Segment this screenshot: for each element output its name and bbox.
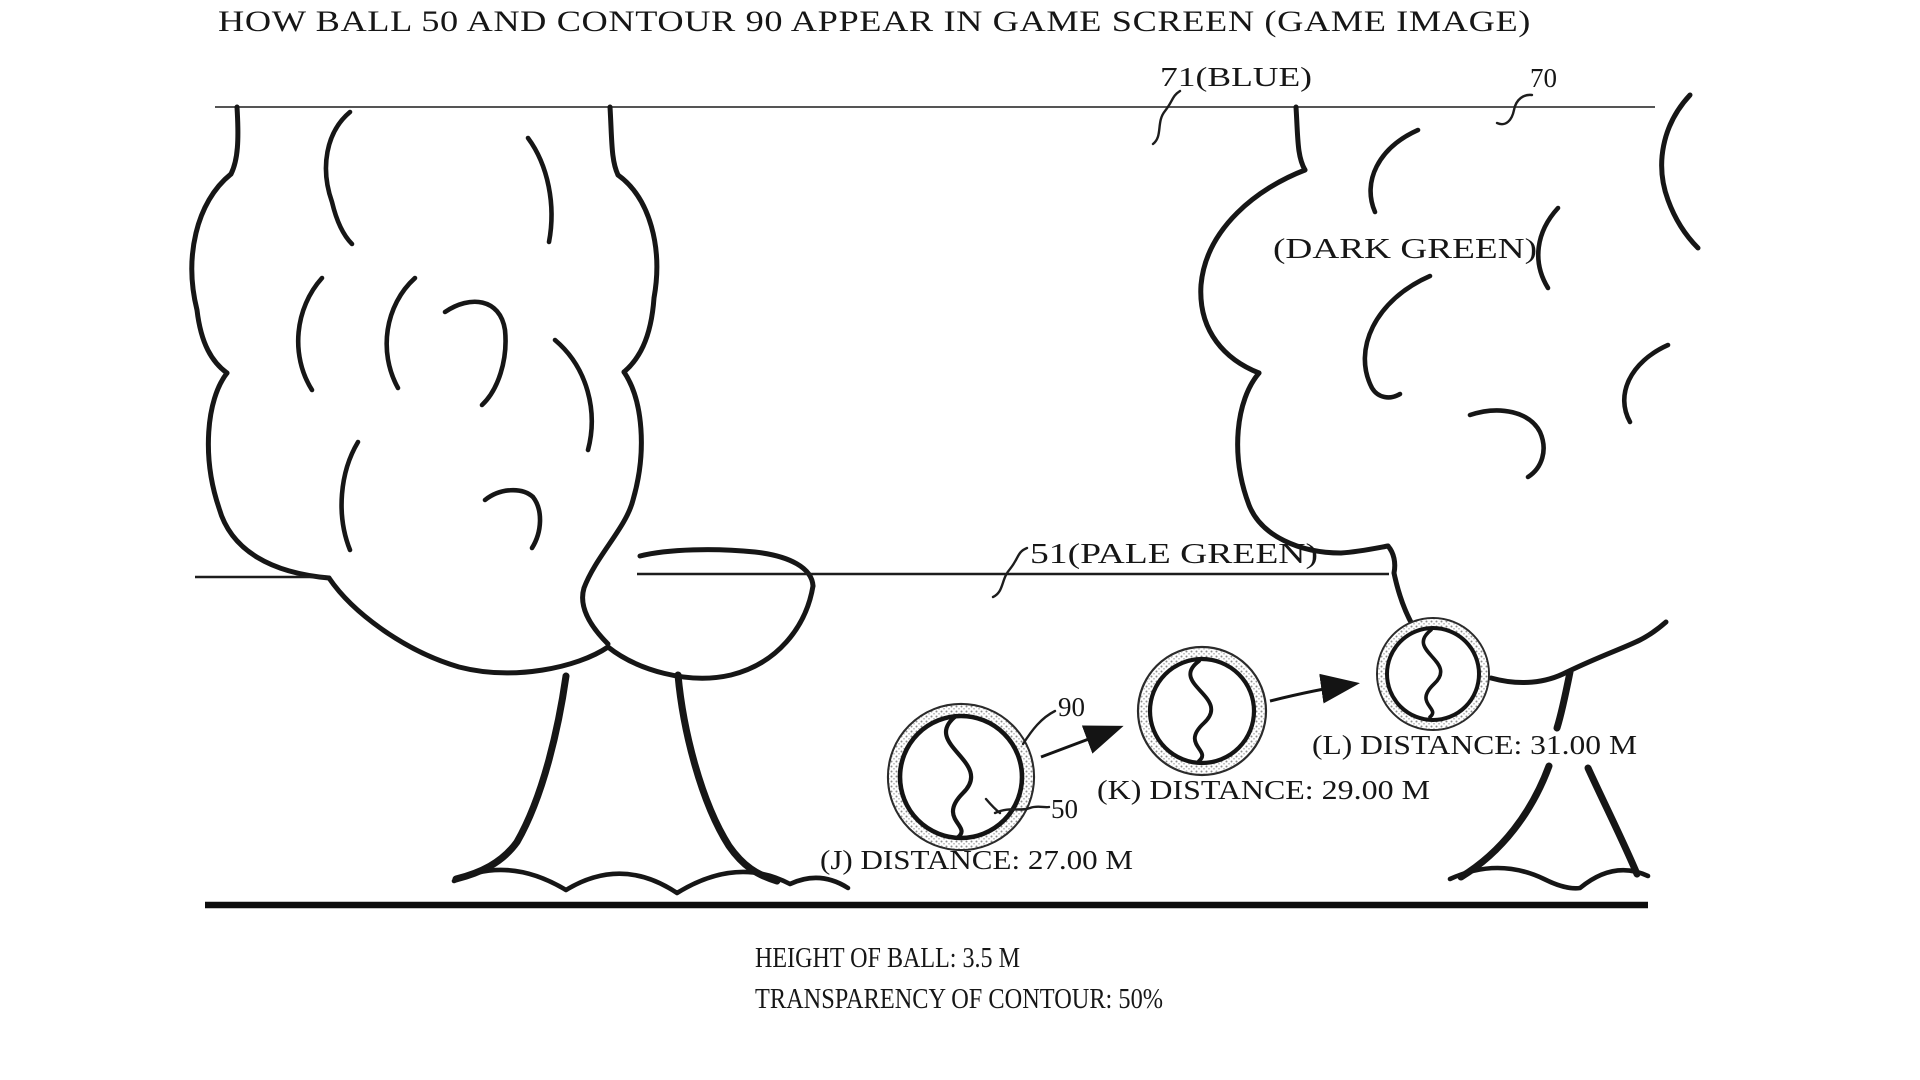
right-tree-canopy-outline	[1488, 619, 1669, 685]
contour-90-stipple-ring	[1378, 619, 1488, 729]
left-tree-canopy-outline	[189, 171, 234, 376]
left-tree-canopy-outline	[615, 172, 660, 375]
label-71-blue: 71(BLUE)	[1160, 62, 1312, 92]
left-tree-canopy-outline	[605, 583, 816, 681]
ball-50-circle	[897, 713, 1025, 841]
left-tree-canopy-outline	[228, 104, 241, 177]
ball-seam	[1188, 659, 1214, 763]
leader-70	[1495, 93, 1534, 126]
left-tree-base-scallops	[451, 867, 851, 896]
label-70: 70	[1530, 63, 1557, 93]
pale-green-line-51	[195, 572, 1389, 579]
left-tree-foliage-arcs	[295, 109, 595, 553]
right-tree-canopy-outline	[1293, 104, 1308, 173]
label-dark-green: (DARK GREEN)	[1273, 233, 1537, 265]
leader-51-pale-green	[991, 546, 1029, 599]
transparency-of-contour-label: TRANSPARENCY OF CONTOUR: 50%	[755, 984, 1163, 1015]
arrow-j-to-k	[1040, 725, 1124, 759]
distance-j-label: (J) DISTANCE: 27.00 M	[820, 845, 1133, 875]
arrow-k-to-l	[1269, 673, 1360, 704]
left-tree	[189, 104, 851, 896]
left-tree-canopy-outline	[607, 104, 621, 178]
right-tree-canopy-outline	[1235, 370, 1391, 556]
label-90-contour: 90	[1058, 692, 1085, 722]
label-50-ball: 50	[1051, 794, 1078, 824]
right-tree-canopy-outline	[1198, 167, 1308, 376]
contour-90-stipple-ring	[1139, 648, 1265, 774]
ball-j	[886, 702, 1036, 852]
left-tree-canopy-outline	[580, 369, 644, 647]
right-tree-foliage-arcs	[1362, 127, 1671, 480]
contour-90-stipple-ring	[889, 705, 1033, 849]
ball-k	[1136, 645, 1268, 777]
ball-seam	[1421, 628, 1443, 719]
right-tree	[1198, 92, 1701, 891]
ball-seam	[944, 713, 974, 841]
figure-title: HOW BALL 50 AND CONTOUR 90 APPEAR IN GAM…	[218, 5, 1531, 38]
left-tree-canopy-outline	[326, 575, 611, 676]
right-tree-canopy-outline	[1385, 543, 1416, 629]
leader-71-blue	[1151, 89, 1182, 146]
left-tree-canopy-outline	[205, 370, 332, 581]
distance-l-label: (L) DISTANCE: 31.00 M	[1312, 730, 1637, 760]
right-tree-base-scallops	[1447, 865, 1651, 891]
left-tree-canopy-outline	[637, 547, 816, 589]
right-tree-canopy-outline	[1659, 92, 1701, 251]
leader-50	[984, 797, 1051, 815]
label-51-pale-green: 51(PALE GREEN)	[1030, 539, 1318, 570]
leader-90	[1021, 709, 1057, 746]
right-tree-trunk	[1457, 668, 1641, 881]
left-tree-trunk	[452, 671, 781, 885]
ball-50-circle	[1147, 656, 1257, 766]
ball-l	[1376, 617, 1490, 731]
height-of-ball-label: HEIGHT OF BALL: 3.5 M	[755, 943, 1020, 974]
ball-50-circle	[1385, 626, 1481, 722]
distance-k-label: (K) DISTANCE: 29.00 M	[1097, 775, 1430, 805]
